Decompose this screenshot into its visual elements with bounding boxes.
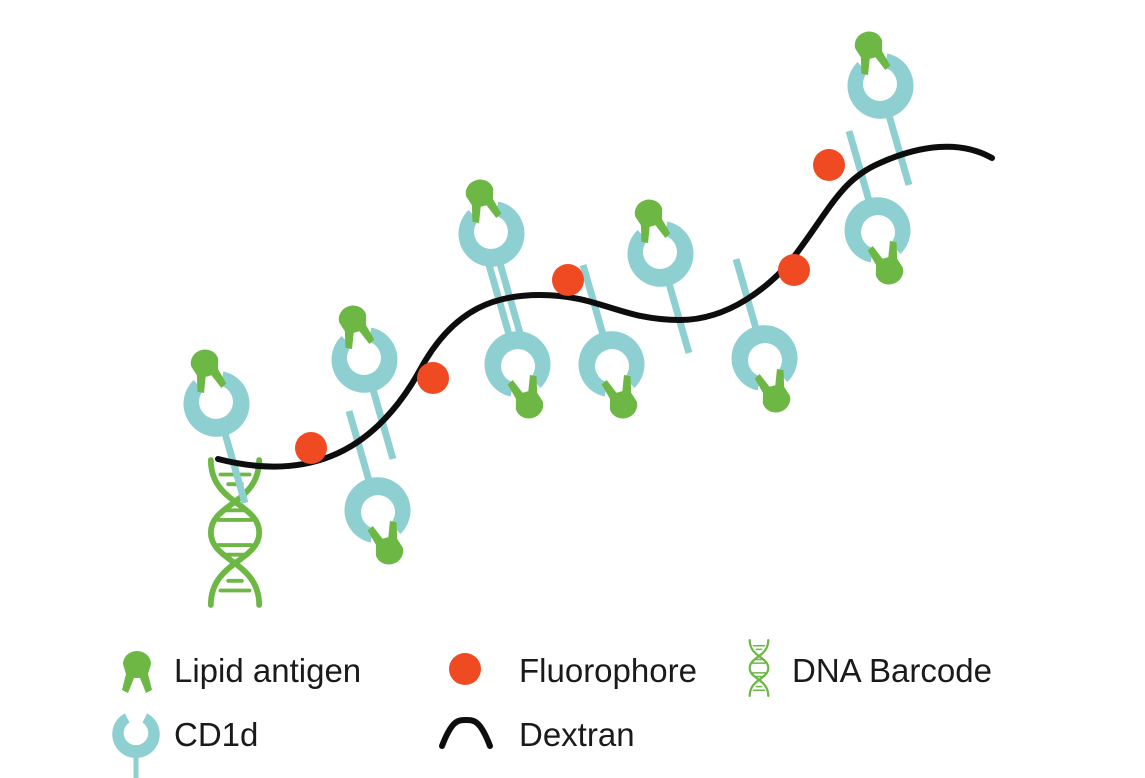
legend-item-dna-barcode: DNA Barcode — [748, 638, 992, 698]
fluorophore — [552, 264, 584, 296]
lipid-antigen-icon — [122, 651, 152, 693]
legend-label-lipid-antigen: Lipid antigen — [174, 652, 361, 689]
fluorophore — [295, 432, 327, 464]
cd1d-unit — [324, 301, 425, 469]
legend-label-fluorophore: Fluorophore — [519, 652, 697, 689]
fluorophore — [778, 254, 810, 286]
cd1d-unit — [317, 401, 418, 569]
fluorophore-icon — [449, 653, 481, 685]
dextran-backbone — [215, 143, 995, 470]
legend: Lipid antigen CD1d Fluorophore Dextran D… — [112, 638, 992, 778]
legend-label-dna-barcode: DNA Barcode — [792, 652, 992, 689]
dextran-icon — [439, 716, 493, 749]
fluorophores — [295, 149, 845, 464]
fluorophore — [417, 362, 449, 394]
cd1d-icon — [112, 713, 160, 778]
legend-item-lipid-antigen: Lipid antigen — [122, 651, 361, 693]
cd1d-unit — [840, 27, 941, 195]
legend-item-dextran: Dextran — [439, 716, 635, 753]
legend-item-fluorophore: Fluorophore — [449, 652, 697, 689]
dna-icon — [748, 638, 770, 698]
cd1d-unit — [176, 345, 277, 513]
legend-item-cd1d: CD1d — [112, 713, 258, 778]
dna-barcode — [211, 460, 259, 605]
cd1d-unit — [817, 121, 918, 289]
legend-label-cd1d: CD1d — [174, 716, 258, 753]
cd1d-unit — [620, 195, 721, 363]
fluorophore — [813, 149, 845, 181]
cd1d-unit — [457, 255, 558, 423]
legend-label-dextran: Dextran — [519, 716, 635, 753]
